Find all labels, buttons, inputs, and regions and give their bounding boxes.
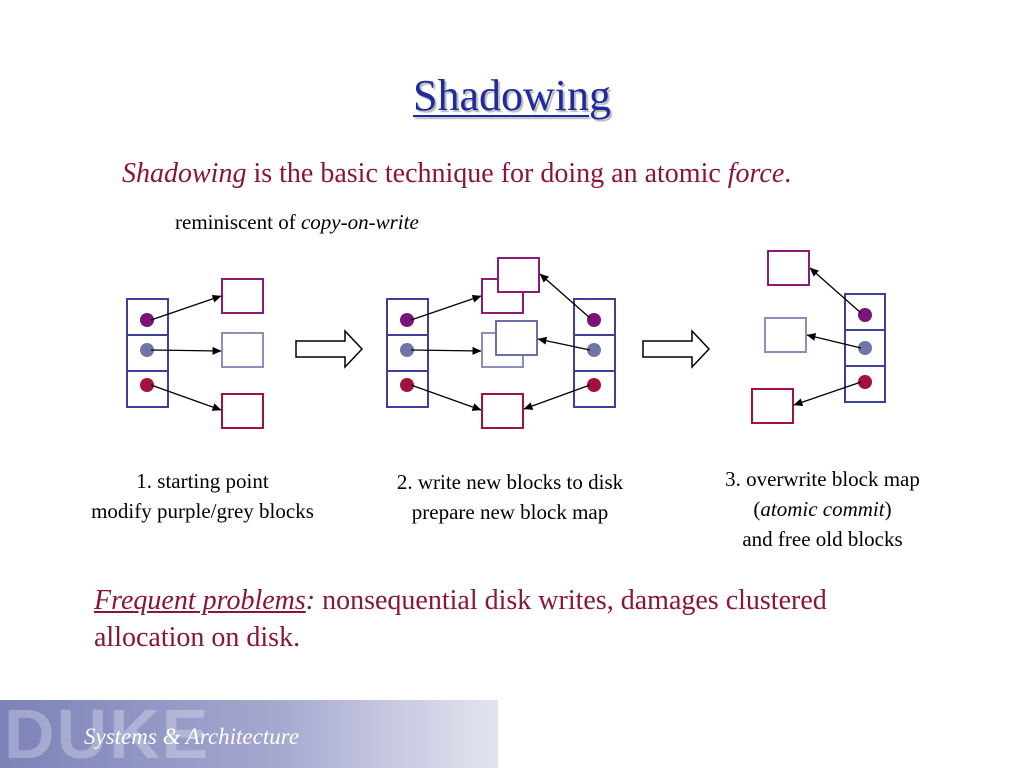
pointer-arrow [806,333,862,349]
pointer-arrow [793,381,862,407]
pointer-dot-purple [587,313,601,327]
block-red [751,388,794,424]
pointer-arrow [410,384,482,411]
pointer-arrow [537,336,591,351]
caption-line: modify purple/grey blocks [91,499,314,523]
problems-body: nonsequential disk writes, damages clust… [94,585,827,653]
pointer-dot-purple [400,313,414,327]
transition-arrow-2 [642,329,711,369]
pointer-arrow [410,294,482,321]
caption-step-3: 3. overwrite block map (atomic commit) a… [690,464,955,554]
caption-paren-close: ) [884,497,892,521]
caption-paren-open: ( [753,497,761,521]
pointer-dot-red [587,378,601,392]
pointer-dot-red [858,375,872,389]
intro-term: Shadowing [122,158,247,189]
footer-band: DUKE Systems & Architecture [0,700,498,768]
transition-arrow-1 [295,329,364,369]
pointer-dot-red [400,378,414,392]
pointer-dot-red [140,378,154,392]
caption-line: (atomic commit) [690,494,955,524]
problems-text: Frequent problems: nonsequential disk wr… [94,582,854,656]
pointer-arrow [410,346,482,355]
block-grey-new [764,317,807,353]
block-grey [221,332,264,368]
pointer-dot-grey [587,343,601,357]
block-purple-new [767,250,810,286]
pointer-arrow [150,384,222,411]
stage-3 [751,250,886,424]
block-purple [221,278,264,314]
caption-line: 2. write new blocks to disk [396,470,624,494]
caption-line: and free old blocks [742,527,903,551]
caption-step-2: 2. write new blocks to disk prepare new … [360,467,660,527]
pointer-dot-purple [140,313,154,327]
reminder-prefix: reminiscent of [175,210,301,234]
reminder-term: copy-on-write [300,210,419,234]
caption-line: prepare new block map [411,500,609,524]
slide-title: Shadowing [413,71,611,120]
block-red [481,393,524,429]
pointer-arrow [539,273,591,319]
pointer-dot-grey [400,343,414,357]
pointer-dot-purple [858,308,872,322]
problems-colon: : [305,585,316,616]
problems-label: Frequent problems [94,585,306,616]
pointer-arrow [150,294,222,321]
caption-line: 1. starting point [136,469,269,493]
caption-step-1: 1. starting point modify purple/grey blo… [60,466,345,526]
caption-atomic-commit: atomic commit [760,497,885,521]
intro-end: . [784,158,792,189]
reminder-line: reminiscent of copy-on-write [175,210,419,235]
stage-1 [126,278,264,429]
pointer-dot-grey [140,343,154,357]
intro-line: Shadowing is the basic technique for doi… [122,158,791,190]
pointer-arrow [523,384,591,410]
pointer-arrow [809,267,862,314]
block-red [221,393,264,429]
intro-middle: is the basic technique for doing an atom… [246,158,728,189]
stage-2 [386,257,616,429]
duke-logo: DUKE [4,700,211,768]
pointer-dot-grey [858,341,872,355]
block-grey-new [495,320,538,356]
caption-line: 3. overwrite block map [725,467,920,491]
block-purple-new [497,257,540,293]
intro-term2: force [727,158,785,189]
footer-text: Systems & Architecture [84,724,300,749]
pointer-arrow [150,346,222,355]
